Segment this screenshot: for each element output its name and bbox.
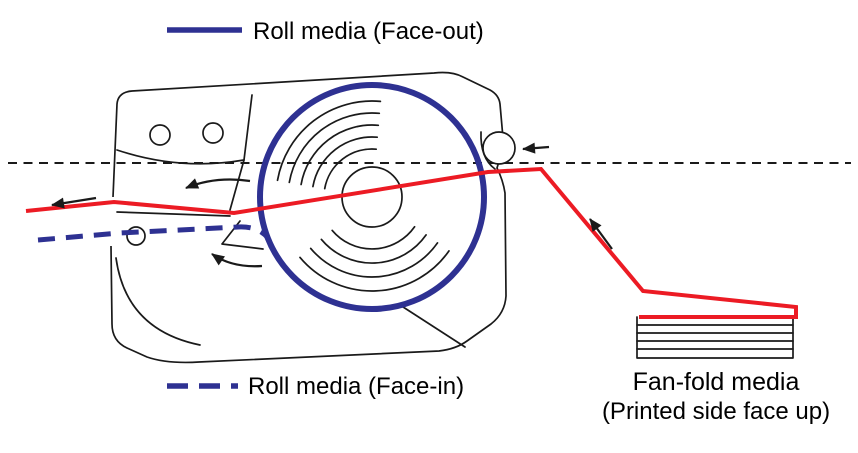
legend-face-out-label: Roll media (Face-out)	[253, 18, 484, 45]
guide-hole-right	[202, 122, 224, 144]
fanfold-label: Fan-fold media	[633, 368, 800, 396]
inner-bottom-right-line	[399, 304, 466, 348]
exit-chute-line	[116, 211, 231, 217]
fanfold-media-path	[25, 166, 798, 319]
face-in-media-path	[37, 224, 270, 243]
fanfold-stack	[636, 316, 794, 359]
inner-bottom-contour	[115, 257, 201, 346]
roller-entry-arrow	[522, 142, 550, 154]
guide-hole-left	[149, 124, 171, 146]
roll-spiral-arcs	[276, 100, 450, 292]
roll-core-circle	[341, 166, 403, 228]
legend-face-in-label: Roll media (Face-in)	[248, 373, 464, 400]
fanfold-feed-arrow	[589, 218, 613, 250]
internal-feed-arrow	[185, 178, 251, 190]
exit-direction-arrow	[51, 196, 97, 209]
face-in-feed-arrow	[211, 253, 263, 268]
fanfold-sublabel: (Printed side face up)	[602, 398, 830, 425]
roll-media-circle	[257, 82, 487, 312]
printer-outline	[110, 71, 507, 364]
pinch-roller	[482, 131, 516, 165]
